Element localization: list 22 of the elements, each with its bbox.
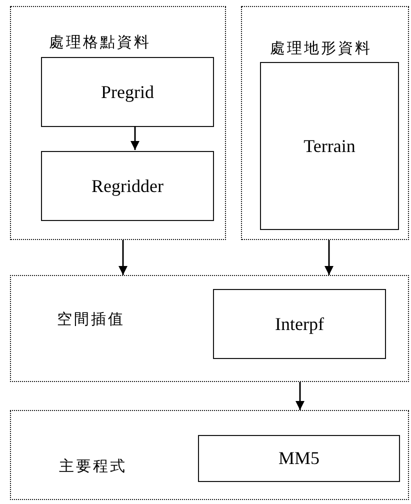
- group-heading: 處理地形資料: [270, 39, 372, 58]
- group-frame: [10, 410, 409, 500]
- process-box: [213, 289, 386, 359]
- process-box: [41, 57, 214, 127]
- arrow: [324, 240, 334, 275]
- group-heading: 空間插值: [57, 310, 125, 329]
- process-label: Pregrid: [101, 82, 154, 102]
- group-heading: 主要程式: [59, 457, 127, 476]
- process-box: [198, 435, 400, 482]
- process-box: [260, 62, 399, 230]
- group-frame: [241, 6, 409, 240]
- arrow: [130, 126, 140, 150]
- group-frame: [10, 6, 226, 240]
- group-heading: 處理格點資料: [49, 33, 151, 52]
- process-box: [41, 151, 214, 221]
- arrow: [296, 382, 304, 410]
- process-label: MM5: [278, 448, 320, 469]
- process-label: Interpf: [275, 314, 324, 334]
- process-label: Regridder: [92, 176, 164, 196]
- arrow: [118, 240, 128, 275]
- group-frame: [10, 275, 409, 382]
- process-label: Terrain: [304, 136, 356, 156]
